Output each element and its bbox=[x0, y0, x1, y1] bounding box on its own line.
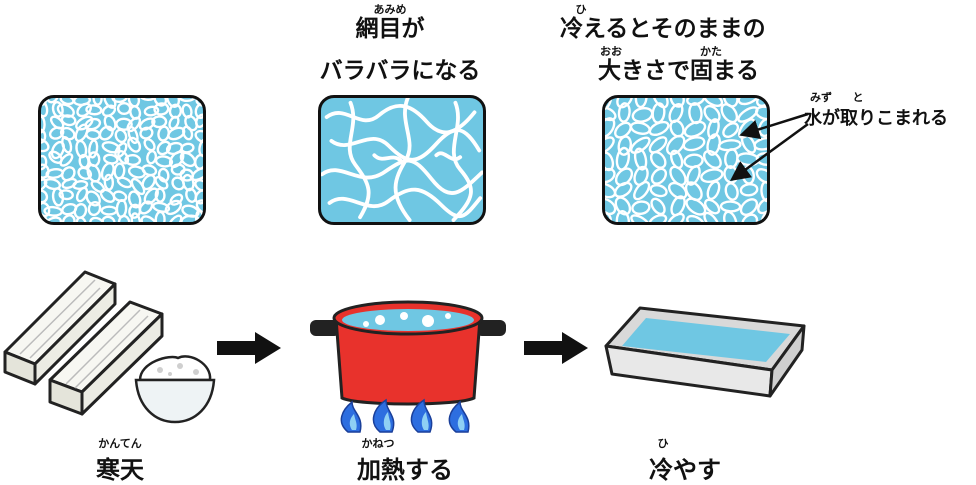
kanten-illustration bbox=[3, 270, 216, 424]
annotation-arrows bbox=[729, 112, 809, 181]
cooling-tray-illustration bbox=[604, 306, 806, 398]
arrow-right-icon bbox=[217, 332, 281, 364]
heading2-ruby: ひ bbox=[575, 3, 587, 16]
heading2-ruby-b: かた bbox=[700, 45, 722, 58]
annotation-ruby-b: と bbox=[852, 91, 864, 104]
trapped-water-swatch bbox=[602, 95, 770, 225]
heading2-line1: 冷えるとそのままの bbox=[560, 16, 766, 42]
annotation-arrow-upper bbox=[739, 112, 809, 140]
annotation-label: 水が取りこまれる bbox=[804, 108, 948, 129]
annotation-ruby-a: みず bbox=[810, 91, 832, 104]
step3-label: 冷やす bbox=[649, 456, 721, 484]
step1-label: 寒天 bbox=[96, 456, 144, 484]
boiling-pot-illustration bbox=[310, 300, 506, 433]
gel-network-swatch bbox=[38, 95, 206, 225]
annotation-arrow-lower bbox=[729, 122, 809, 181]
step1-ruby: かんてん bbox=[98, 437, 142, 450]
heading1-line2: バラバラになる bbox=[319, 58, 481, 84]
heading2-ruby-a: おお bbox=[600, 45, 622, 58]
heading1-line1: 網目が bbox=[355, 16, 425, 42]
heading1-ruby: あみめ bbox=[373, 3, 407, 16]
heading2-line2: 大きさで固まる bbox=[598, 58, 759, 84]
loose-strands-swatch bbox=[318, 95, 486, 225]
step3-ruby: ひ bbox=[657, 437, 669, 450]
step2-label: 加熱する bbox=[357, 456, 453, 484]
step2-ruby: かねつ bbox=[361, 437, 395, 450]
arrow-right-icon-2 bbox=[524, 332, 588, 364]
